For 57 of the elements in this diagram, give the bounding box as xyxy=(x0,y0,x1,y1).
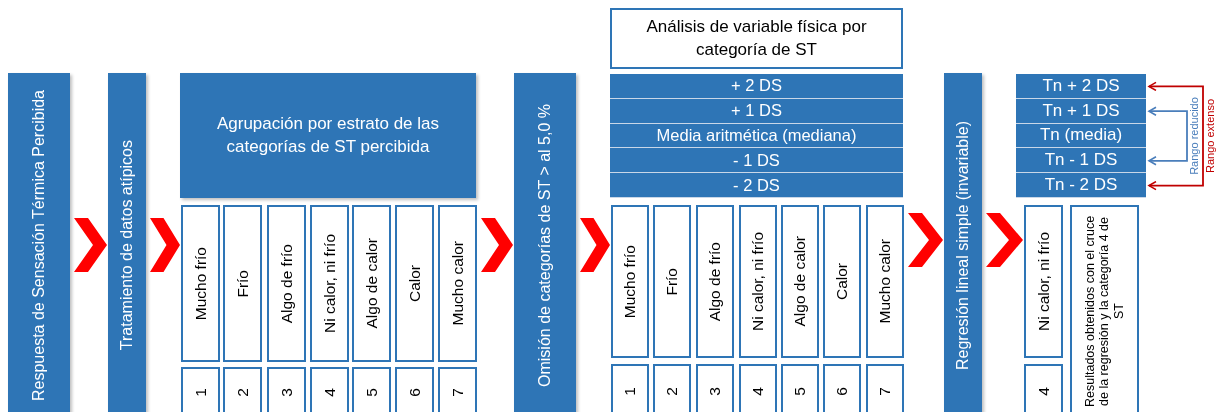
category-box: Calor xyxy=(823,205,861,358)
process-bar: Regresión lineal simple (invariable) xyxy=(944,73,982,412)
category-box: Algo de frío xyxy=(267,205,306,362)
chevron-arrow xyxy=(908,213,943,267)
category-box: 5 xyxy=(781,364,819,412)
chevron-arrow xyxy=(986,213,1023,267)
range-bracket-arrow xyxy=(1148,81,1204,191)
edge-label: Rango extenso xyxy=(1205,99,1216,173)
chevron-arrow xyxy=(150,218,180,272)
chevron-arrow xyxy=(580,218,610,272)
category-box: Ni calor, ni frío xyxy=(1024,205,1063,358)
category-box: 4 xyxy=(310,367,349,412)
category-box: Mucho calor xyxy=(438,205,477,362)
category-box: Calor xyxy=(395,205,434,362)
note-box: Resultados obtenidos con el cruce de la regresión y la categoría 4 de ST xyxy=(1070,205,1139,412)
statistic-row: - 1 DS xyxy=(610,148,903,174)
statistic-row: - 2 DS xyxy=(610,173,903,198)
process-bar: Tratamiento de datos atípicos xyxy=(108,73,146,412)
range-row: Tn + 1 DS xyxy=(1016,98,1146,124)
statistic-row: + 1 DS xyxy=(610,98,903,124)
category-box: 4 xyxy=(739,364,777,412)
category-box: Mucho frío xyxy=(181,205,220,362)
category-box: Ni calor, ni frío xyxy=(739,205,777,358)
range-bracket-arrow xyxy=(1148,106,1188,166)
category-box: Algo de calor xyxy=(352,205,391,362)
category-box: 3 xyxy=(696,364,734,412)
category-box: Mucho frío xyxy=(611,205,649,358)
process-bar: Respuesta de Sensación Térmica Percibida xyxy=(8,73,70,412)
range-row: Tn - 1 DS xyxy=(1016,148,1146,174)
range-row: Tn (media) xyxy=(1016,123,1146,149)
group-header-box: Agrupación por estrato de las categorías de ST percibida xyxy=(180,73,476,198)
category-box: 3 xyxy=(267,367,306,412)
category-box: 6 xyxy=(823,364,861,412)
statistic-row: Media aritmética (mediana) xyxy=(610,123,903,149)
edge-label: Rango reducido xyxy=(1189,97,1200,175)
category-box: Algo de calor xyxy=(781,205,819,358)
category-box: 2 xyxy=(223,367,262,412)
process-bar: Omisión de categorías de ST > al 5,0 % xyxy=(514,73,576,412)
category-box: 4 xyxy=(1024,364,1063,412)
category-box: Frío xyxy=(653,205,691,358)
category-box: 1 xyxy=(181,367,220,412)
category-box: 2 xyxy=(653,364,691,412)
range-row: Tn + 2 DS xyxy=(1016,74,1146,99)
range-row: Tn - 2 DS xyxy=(1016,173,1146,198)
chevron-arrow xyxy=(74,218,107,272)
category-box: Mucho calor xyxy=(866,205,904,358)
category-box: 5 xyxy=(352,367,391,412)
statistic-row: + 2 DS xyxy=(610,74,903,99)
category-box: 1 xyxy=(611,364,649,412)
category-box: 7 xyxy=(866,364,904,412)
category-box: Algo de frío xyxy=(696,205,734,358)
category-box: Frío xyxy=(223,205,262,362)
chevron-arrow xyxy=(481,218,513,272)
category-box: 6 xyxy=(395,367,434,412)
category-box: 7 xyxy=(438,367,477,412)
title-box: Análisis de variable física por categoría de ST xyxy=(610,8,903,69)
category-box: Ni calor, ni frío xyxy=(310,205,349,362)
